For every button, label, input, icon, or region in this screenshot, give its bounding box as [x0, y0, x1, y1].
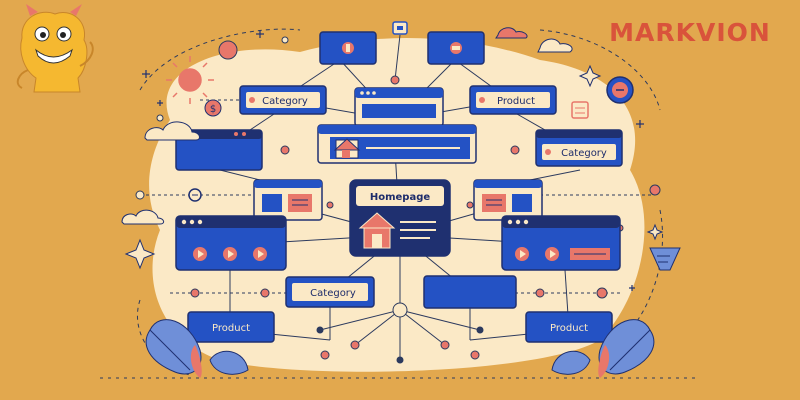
minus-circle-icon	[606, 76, 634, 104]
top-center-icon	[392, 21, 408, 35]
connector-dots	[135, 36, 661, 364]
top-node-left	[319, 31, 377, 65]
category-node-bottom: Category	[285, 276, 375, 308]
product-node-bottom-right: Product	[525, 311, 613, 343]
blank-node-bottom	[423, 275, 517, 309]
window-large-left	[175, 215, 287, 271]
category-node-top: Category	[239, 85, 327, 115]
window-mid-left	[253, 179, 323, 221]
small-sun-dot	[218, 40, 238, 60]
category-node-right: Category	[535, 129, 623, 167]
homepage-label: Homepage	[370, 192, 431, 203]
plus-marks	[142, 30, 644, 291]
dollar-icon: $	[204, 99, 222, 117]
window-mid-right	[473, 179, 543, 221]
center-window-front	[317, 124, 477, 164]
product-top-label: Product	[497, 96, 535, 107]
category-bottom-label: Category	[310, 288, 356, 299]
brand-logo: MARKVION	[609, 18, 771, 47]
leaf-icon-right	[551, 319, 655, 378]
window-large-right	[501, 215, 621, 271]
top-node-right	[427, 31, 485, 65]
document-icon	[571, 101, 589, 119]
product-bottom-left-label: Product	[212, 323, 250, 334]
mascot-icon	[16, 4, 94, 93]
product-node-bottom-left: Product	[187, 311, 275, 343]
cloud-icon	[121, 27, 573, 225]
center-window-back	[354, 87, 444, 127]
leaf-icon-left	[145, 319, 249, 378]
product-bottom-right-label: Product	[550, 323, 588, 334]
homepage-node: Homepage	[349, 179, 451, 257]
product-node-top: Product	[469, 85, 557, 115]
house-icon	[333, 138, 361, 159]
homepage-house-icon	[358, 212, 396, 249]
category-right-label: Category	[561, 148, 607, 159]
node-ring-icon	[188, 188, 202, 202]
flag-icon	[649, 247, 681, 271]
dashed-connectors	[140, 99, 655, 294]
category-top-label: Category	[262, 96, 308, 107]
sparkle-icon	[124, 64, 664, 270]
svg-text:$: $	[210, 104, 216, 115]
sun-icon	[166, 56, 214, 104]
